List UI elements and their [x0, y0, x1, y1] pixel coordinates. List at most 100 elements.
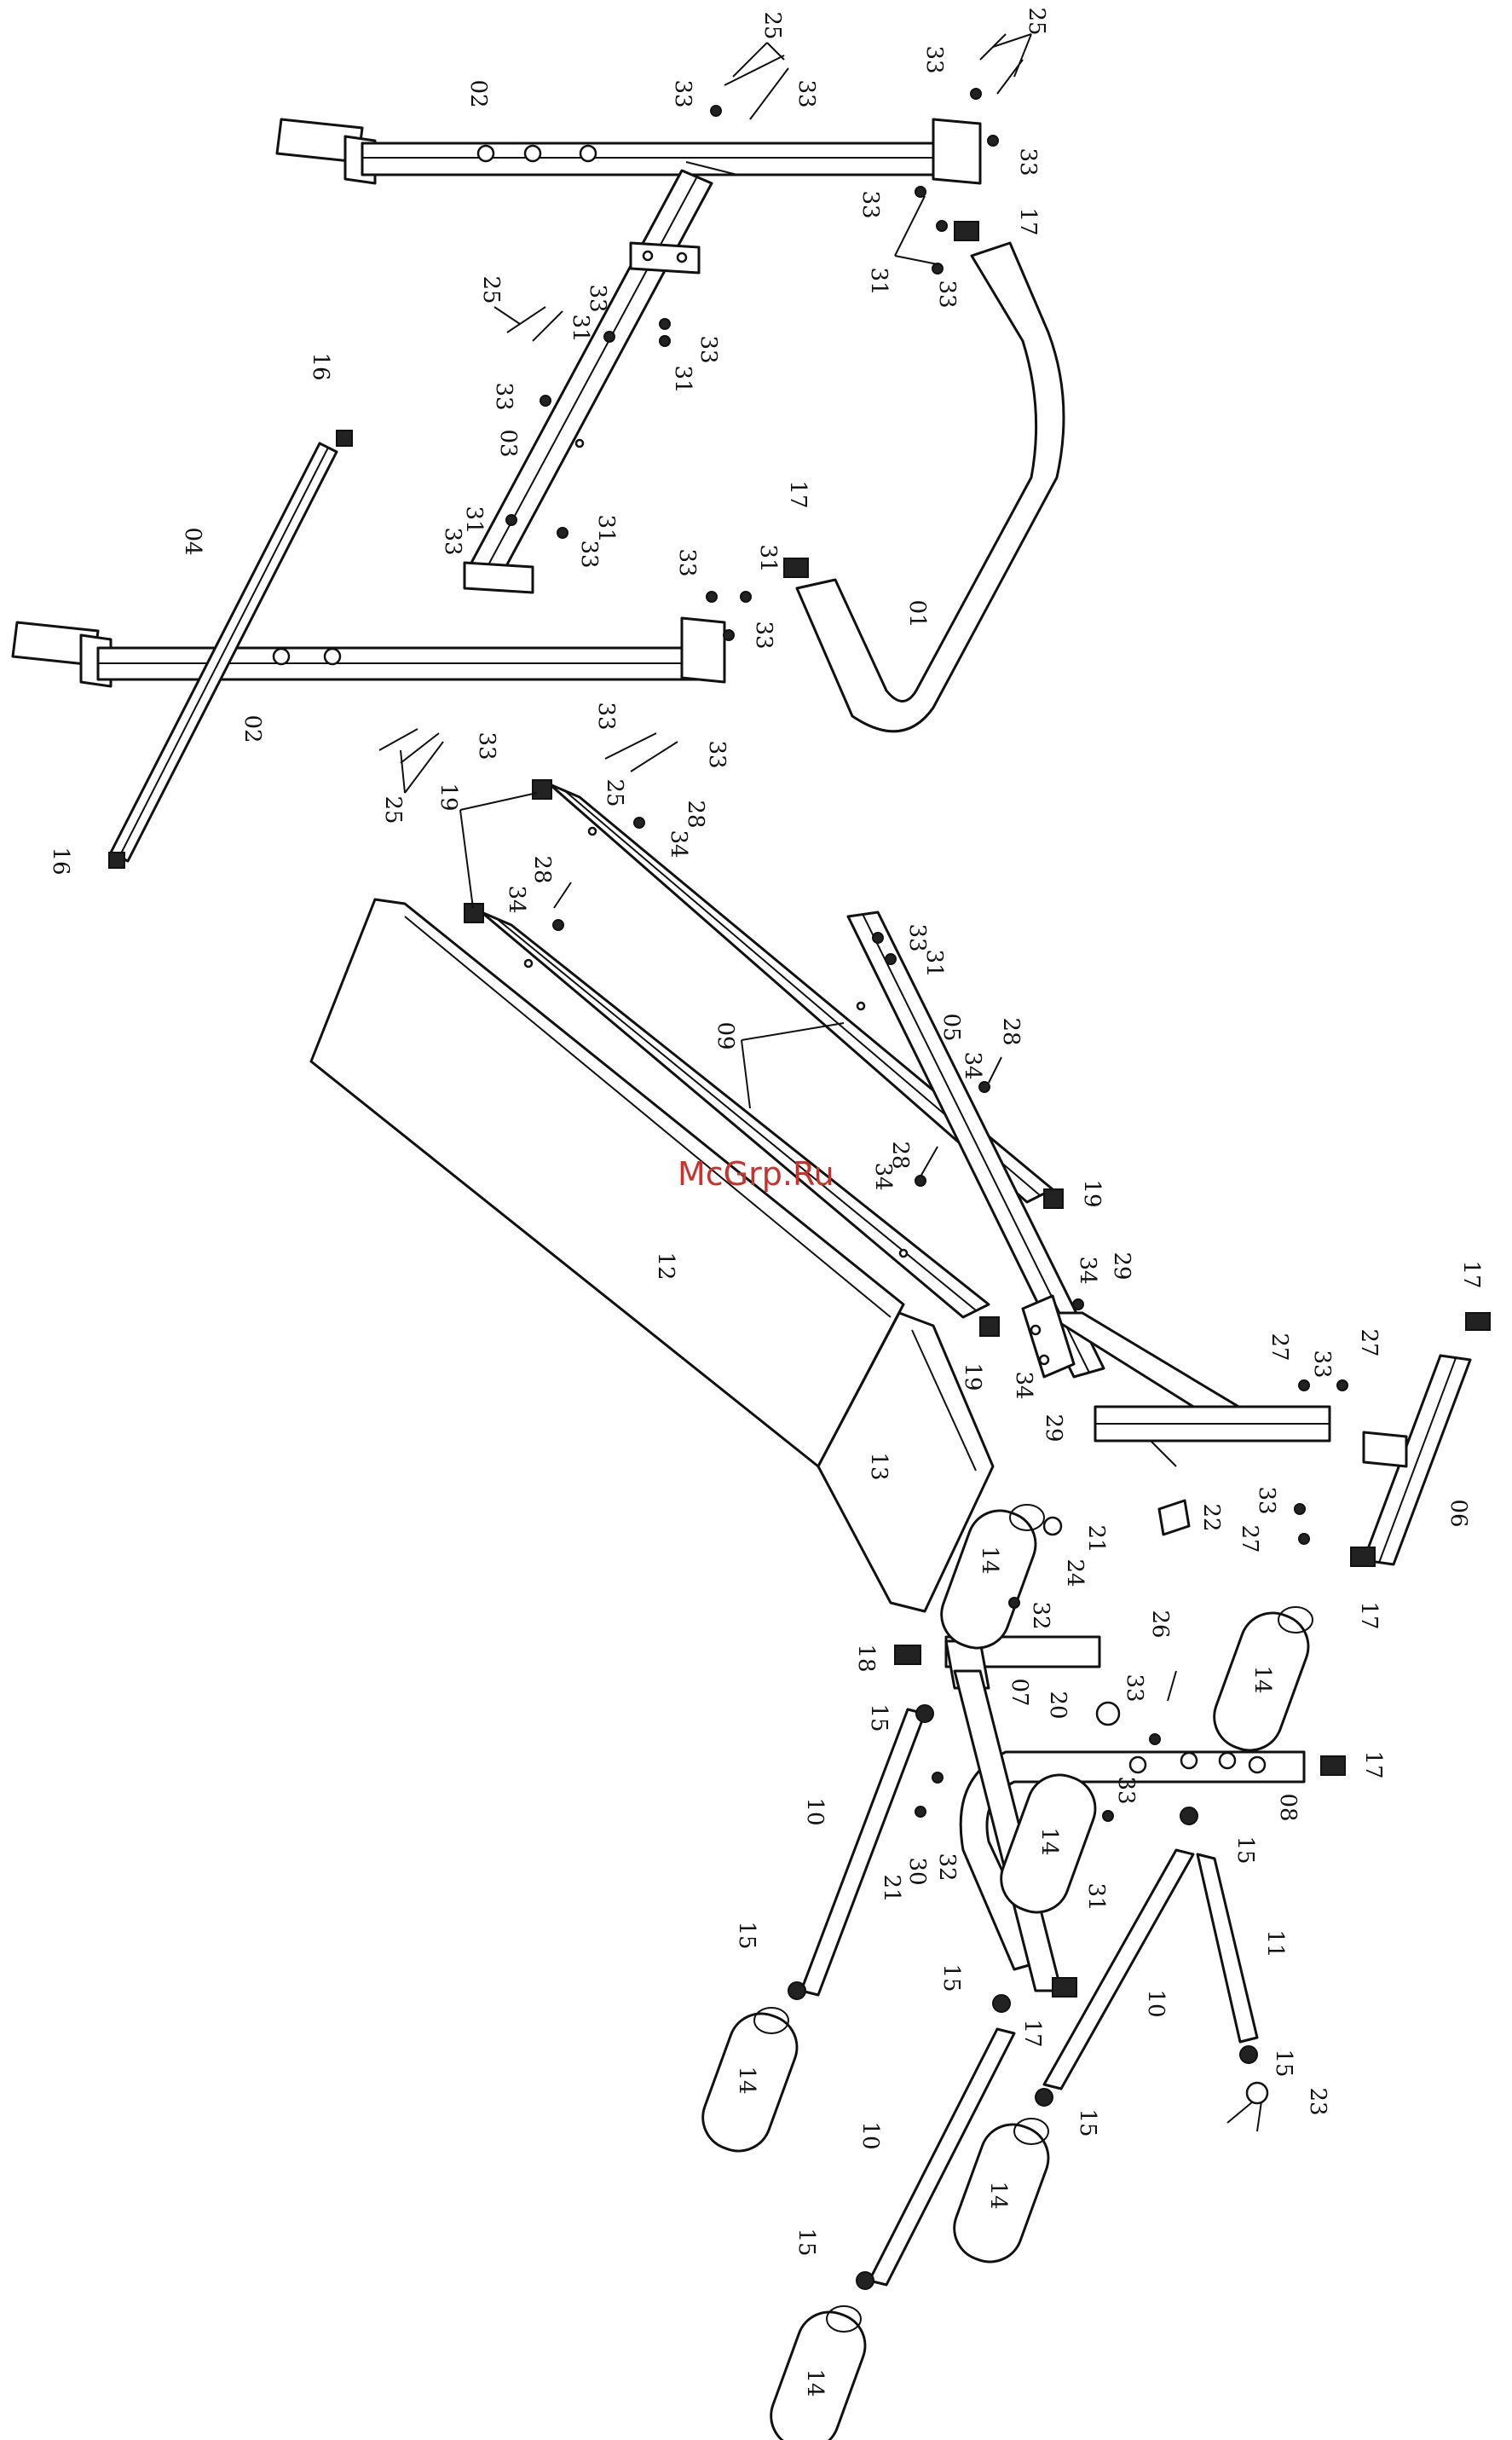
callout-27-c65: 27 — [1237, 1524, 1262, 1552]
rear-upright-02-top — [275, 118, 982, 185]
callout-13-c61: 13 — [866, 1452, 892, 1480]
bolts — [378, 33, 1348, 2132]
callout-14-c100: 14 — [802, 2368, 828, 2397]
callout-09-c45: 09 — [713, 1021, 738, 1049]
callout-14-c66: 14 — [977, 1546, 1002, 1574]
callout-33-c76: 33 — [1122, 1674, 1147, 1702]
callout-25-c1: 25 — [759, 11, 785, 39]
rear-stabilizer-06 — [1362, 1354, 1472, 1566]
foam-bar-10-b — [868, 2027, 1016, 2287]
callout-33-c2: 33 — [670, 79, 695, 107]
foam-roller-14-c — [1000, 1773, 1097, 1914]
callout-31-c14: 31 — [568, 314, 593, 342]
callout-17-c9: 17 — [1015, 207, 1041, 235]
callout-17-c54: 17 — [1458, 1260, 1484, 1288]
callout-33-c11: 33 — [934, 280, 960, 308]
callout-08-c80: 08 — [1275, 1793, 1301, 1821]
pull-bar-04 — [109, 442, 338, 863]
front-u-frame-01 — [795, 241, 1065, 733]
foam-bar-10-a — [799, 1708, 926, 1997]
callout-31-c43: 31 — [921, 949, 947, 977]
callout-31-c27: 31 — [755, 544, 781, 572]
callout-23-c94: 23 — [1305, 2087, 1330, 2115]
callout-17-c70: 17 — [1356, 1601, 1382, 1629]
callout-28-c46: 28 — [998, 1017, 1024, 1045]
callout-33-c33: 33 — [704, 740, 730, 768]
foam-roller-14-a — [940, 1504, 1045, 1650]
callout-10-c97: 10 — [857, 2121, 883, 2149]
callout-15-c90: 15 — [938, 1963, 964, 1992]
callout-14-c74: 14 — [1249, 1665, 1275, 1693]
callout-33-c22: 33 — [440, 527, 465, 555]
callout-01-c28: 01 — [904, 599, 930, 627]
callout-14-c95: 14 — [734, 2066, 759, 2094]
callout-29-c53: 29 — [1109, 1252, 1134, 1280]
callout-06-c64: 06 — [1446, 1499, 1471, 1527]
watermark-text: McGrp.Ru — [678, 1155, 834, 1193]
callout-33-c57: 33 — [1309, 1350, 1335, 1378]
callout-34-c38: 34 — [666, 830, 691, 858]
callout-31-c10: 31 — [866, 267, 892, 295]
callout-22-c62: 22 — [1198, 1503, 1224, 1531]
callout-12-c51: 12 — [653, 1252, 678, 1280]
callout-14-c81: 14 — [1036, 1827, 1062, 1855]
callout-25-c35: 25 — [602, 778, 627, 807]
callout-33-c31: 33 — [593, 702, 619, 730]
bar-11 — [1196, 1853, 1259, 2044]
callout-04-c21: 04 — [180, 527, 205, 555]
callout-24-c68: 24 — [1062, 1558, 1088, 1587]
callout-33-c13: 33 — [585, 284, 610, 312]
callout-33-c3: 33 — [794, 79, 819, 107]
callout-28-c37: 28 — [683, 800, 708, 828]
rear-upright-02-bottom — [11, 616, 726, 688]
callout-34-c49: 34 — [870, 1162, 896, 1190]
callout-19-c50: 19 — [1079, 1179, 1105, 1207]
callout-33-c15: 33 — [695, 335, 721, 363]
callout-33-c25: 33 — [576, 540, 602, 568]
callout-21-c67: 21 — [1083, 1524, 1109, 1552]
callout-25-c34: 25 — [380, 795, 406, 824]
callout-16-c39: 16 — [48, 847, 73, 875]
callout-15-c77: 15 — [866, 1703, 892, 1732]
callout-07-c73: 07 — [1007, 1678, 1032, 1706]
callout-17-c92: 17 — [1019, 2019, 1045, 2047]
callout-11-c88: 11 — [1262, 1929, 1288, 1957]
callout-33-c42: 33 — [904, 923, 930, 951]
callout-34-c41: 34 — [504, 885, 529, 913]
callout-33-c63: 33 — [1254, 1486, 1279, 1514]
callout-31-c24: 31 — [593, 514, 619, 542]
callout-20-c75: 20 — [1045, 1691, 1071, 1719]
callout-15-c82: 15 — [1232, 1836, 1258, 1864]
callout-21-c84: 21 — [879, 1874, 904, 1902]
foam-roller-14-f — [770, 2305, 867, 2440]
callout-34-c52: 34 — [1075, 1256, 1100, 1284]
callout-33-c6: 33 — [921, 45, 947, 73]
seat-frame-05 — [846, 911, 1331, 1443]
callout-17-c78: 17 — [1360, 1750, 1386, 1778]
callout-33-c8: 33 — [857, 190, 883, 218]
callout-32-c86: 32 — [934, 1853, 960, 1881]
foam-bar-10-c — [1042, 1848, 1195, 2090]
callout-18-c71: 18 — [853, 1644, 879, 1672]
callout-15-c89: 15 — [734, 1921, 759, 1949]
foam-roller-14-b — [1213, 1606, 1313, 1752]
callout-14-c98: 14 — [985, 2181, 1011, 2209]
foam-roller-14-d — [701, 2007, 799, 2153]
callout-33-c26: 33 — [674, 548, 700, 576]
callout-34-c47: 34 — [960, 1051, 985, 1079]
leader-lines — [400, 33, 1032, 1109]
callout-33-c32: 33 — [474, 731, 499, 760]
callout-33-c7: 33 — [1015, 147, 1041, 176]
callout-25-c12: 25 — [478, 275, 504, 304]
callout-10-c91: 10 — [1143, 1989, 1169, 2017]
callout-27-c56: 27 — [1267, 1333, 1292, 1361]
backrest-rail-09-lower — [480, 911, 990, 1319]
callout-31-c16: 31 — [670, 365, 695, 393]
callout-28-c48: 28 — [887, 1141, 913, 1169]
cross-tube-03 — [463, 161, 738, 594]
callout-17-c20: 17 — [785, 480, 811, 508]
callout-05-c44: 05 — [938, 1013, 964, 1041]
end-caps — [108, 221, 1491, 2290]
callout-33-c18: 33 — [491, 382, 517, 410]
